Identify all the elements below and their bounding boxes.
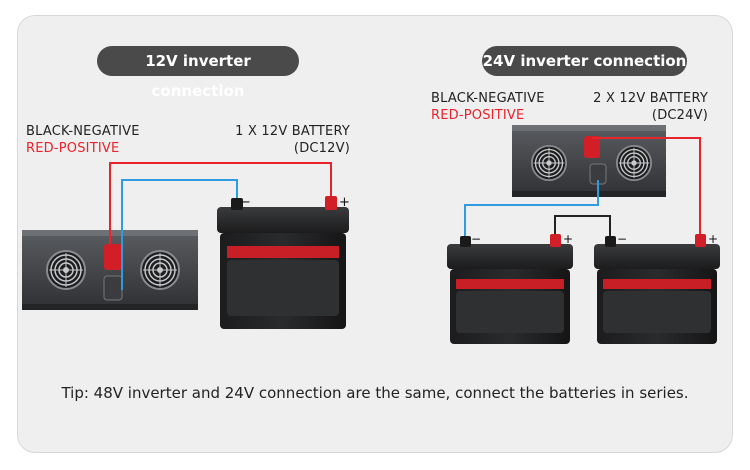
fan-icon [531, 144, 567, 182]
battery-2: − + [594, 232, 720, 344]
label-red-positive: RED-POSITIVE [26, 141, 120, 156]
fan-icon [46, 250, 86, 290]
title-24v: 24V inverter connection [482, 46, 687, 76]
label-red-positive: RED-POSITIVE [431, 108, 525, 123]
positive-terminal-icon [325, 196, 337, 210]
positive-terminal-icon [104, 244, 122, 270]
negative-terminal-icon [460, 236, 471, 247]
negative-wire [121, 179, 238, 290]
battery-1: − + [447, 232, 573, 344]
plus-sign: + [339, 195, 350, 210]
fan-icon [140, 250, 180, 290]
label-battery-count: 1 X 12V BATTERY [235, 124, 350, 139]
positive-terminal-icon [584, 136, 600, 158]
title-12v: 12V inverter connection [97, 46, 299, 100]
label-battery-voltage: (DC12V) [293, 141, 350, 156]
series-wire [554, 215, 611, 236]
minus-sign: − [617, 232, 627, 246]
label-battery-count: 2 X 12V BATTERY [593, 91, 708, 106]
negative-terminal-icon [605, 236, 616, 247]
negative-terminal-icon [103, 275, 123, 301]
battery-12v: − + [217, 195, 350, 329]
tip-text: Tip: 48V inverter and 24V connection are… [61, 384, 689, 402]
label-battery-voltage: (DC24V) [651, 108, 708, 123]
label-black-negative: BLACK-NEGATIVE [431, 91, 545, 106]
positive-wire [592, 137, 701, 236]
minus-sign: − [471, 232, 481, 246]
plus-sign: + [708, 232, 718, 246]
negative-wire [464, 180, 599, 236]
positive-wire [109, 162, 332, 244]
fan-icon [616, 144, 652, 182]
negative-terminal-icon [231, 198, 243, 210]
minus-sign: − [240, 195, 251, 210]
positive-terminal-icon [695, 234, 706, 247]
plus-sign: + [563, 232, 573, 246]
inverter-24v [512, 125, 666, 197]
positive-terminal-icon [550, 234, 561, 247]
label-black-negative: BLACK-NEGATIVE [26, 124, 140, 139]
